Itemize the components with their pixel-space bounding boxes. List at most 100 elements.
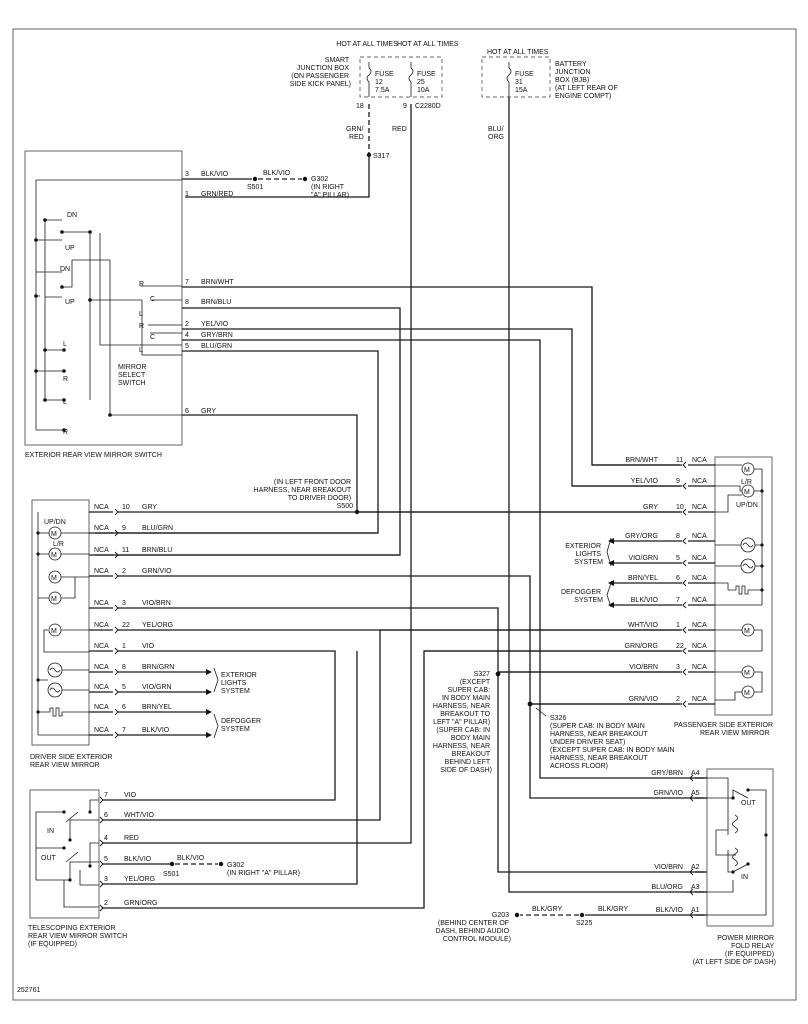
driver-row-color: BRN/YEL: [142, 704, 172, 711]
pin-9: 9: [403, 103, 407, 110]
passenger-row-color: GRN/ORG: [625, 643, 658, 650]
relay-row-color: BLU/ORG: [651, 884, 683, 891]
switch-up-2: UP: [65, 299, 75, 306]
passenger-row-color: VIO/GRN: [628, 555, 658, 562]
fold-relay-frame: [706, 768, 774, 927]
passenger-row-color: BRN/YEL: [628, 575, 658, 582]
svg-text:M: M: [51, 531, 57, 538]
switch-pin-4: 4: [185, 332, 189, 339]
driver-row-nca: NCA: [94, 600, 109, 607]
connector-glyph: [99, 839, 104, 847]
wire-vio-brn: [120, 607, 704, 873]
mirror-switch-title: EXTERIOR REAR VIEW MIRROR SWITCH: [25, 452, 162, 459]
relay-row-color: GRN/VIO: [653, 790, 683, 797]
connector-glyph: [114, 626, 119, 634]
passenger-motor-fold-1: M: [741, 665, 755, 679]
splice-s501: S501: [247, 184, 263, 191]
driver-row-color: BRN/BLU: [142, 547, 172, 554]
passenger-row-nca: NCA: [692, 555, 707, 562]
driver-mirror-frame: [31, 499, 90, 746]
relay-coils: [732, 814, 738, 867]
tele-row-color: RED: [124, 835, 139, 842]
driver-row-color: VIO/GRN: [142, 684, 172, 691]
passenger-row-nca: NCA: [692, 504, 707, 511]
driver-row-pin: 10: [122, 504, 130, 511]
passenger-common-bus: [715, 468, 763, 606]
driver-row-pin: 8: [122, 664, 126, 671]
driver-row-nca: NCA: [94, 568, 109, 575]
passenger-row-pin: 7: [676, 597, 680, 604]
passenger-motor-fold-2: M: [741, 685, 755, 699]
connector-glyph: [682, 579, 687, 587]
arrow-right-icon: [206, 689, 212, 695]
splice-s327-label: S327 (EXCEPT SUPER CAB: IN BODY MAIN HAR…: [433, 671, 492, 774]
tele-row-color: VIO: [124, 792, 137, 799]
arrow-right-icon: [206, 709, 212, 715]
svg-text:M: M: [744, 489, 750, 496]
passenger-row-pin: 11: [676, 457, 683, 464]
connector-glyph: [99, 816, 104, 824]
relay-row-pin: A1: [691, 907, 700, 914]
driver-common-bus: [37, 512, 89, 736]
passenger-defogger: DEFOGGER SYSTEM: [561, 589, 603, 604]
passenger-lamp-1: [740, 537, 756, 553]
svg-text:M: M: [744, 690, 750, 697]
passenger-row-nca: NCA: [692, 664, 707, 671]
relay-row-pin: A5: [691, 790, 700, 797]
driver-internal: [43, 532, 89, 713]
driver-bracket: [213, 667, 219, 739]
label-blk-vio-tele-2: BLK/VIO: [177, 855, 205, 862]
connector-glyph: [689, 868, 694, 876]
driver-row-nca: NCA: [94, 504, 109, 511]
select-c-1: C: [150, 296, 155, 303]
telescoping-title: TELESCOPING EXTERIOR REAR VIEW MIRROR SW…: [28, 925, 129, 948]
switch-r-1: R: [63, 376, 68, 383]
switch-color-yel-vio: YEL/VIO: [201, 321, 229, 328]
pin-18: 18: [356, 103, 364, 110]
passenger-bracket: [606, 537, 612, 608]
switch-l-2: L: [63, 399, 67, 406]
passenger-row-color: GRY: [643, 504, 658, 511]
driver-lr: L/R: [53, 541, 64, 548]
arrow-left-icon: [608, 560, 614, 566]
switch-bus-c: [36, 239, 64, 372]
passenger-row-pin: 8: [676, 533, 680, 540]
label-red: RED: [392, 126, 407, 133]
passenger-ext-lights: EXTERIOR LIGHTS SYSTEM: [565, 543, 603, 566]
arrow-left-icon: [608, 580, 614, 586]
wire-grn-org: [102, 650, 680, 909]
passenger-row-pin: 5: [676, 555, 680, 562]
driver-row-nca: NCA: [94, 643, 109, 650]
fuse25-symbol: [408, 62, 414, 97]
passenger-row-nca: NCA: [692, 457, 707, 464]
fuse12-symbol: [366, 62, 372, 97]
arrow-right-icon: [206, 732, 212, 738]
svg-text:M: M: [51, 575, 57, 582]
connector-glyph: [114, 668, 119, 676]
driver-row-color: BRN/GRN: [142, 664, 174, 671]
passenger-row-nca: NCA: [692, 622, 707, 629]
tele-out: OUT: [41, 855, 57, 862]
relay-row-color: GRY/BRN: [651, 770, 683, 777]
wire-gry-switch: [182, 414, 358, 512]
switch-pin-6: 6: [185, 408, 189, 415]
switch-pin-3: 3: [185, 171, 189, 178]
passenger-mirror-frame: [714, 456, 773, 716]
passenger-row-nca: NCA: [692, 533, 707, 540]
passenger-updn: UP/DN: [736, 502, 758, 509]
splice-s501-tele: S501: [163, 871, 179, 878]
wire-brn-wht: [182, 286, 680, 466]
wire-blu-org: [508, 97, 704, 893]
tele-row-color: WHT/VIO: [124, 812, 154, 819]
relay-in: IN: [741, 874, 748, 881]
